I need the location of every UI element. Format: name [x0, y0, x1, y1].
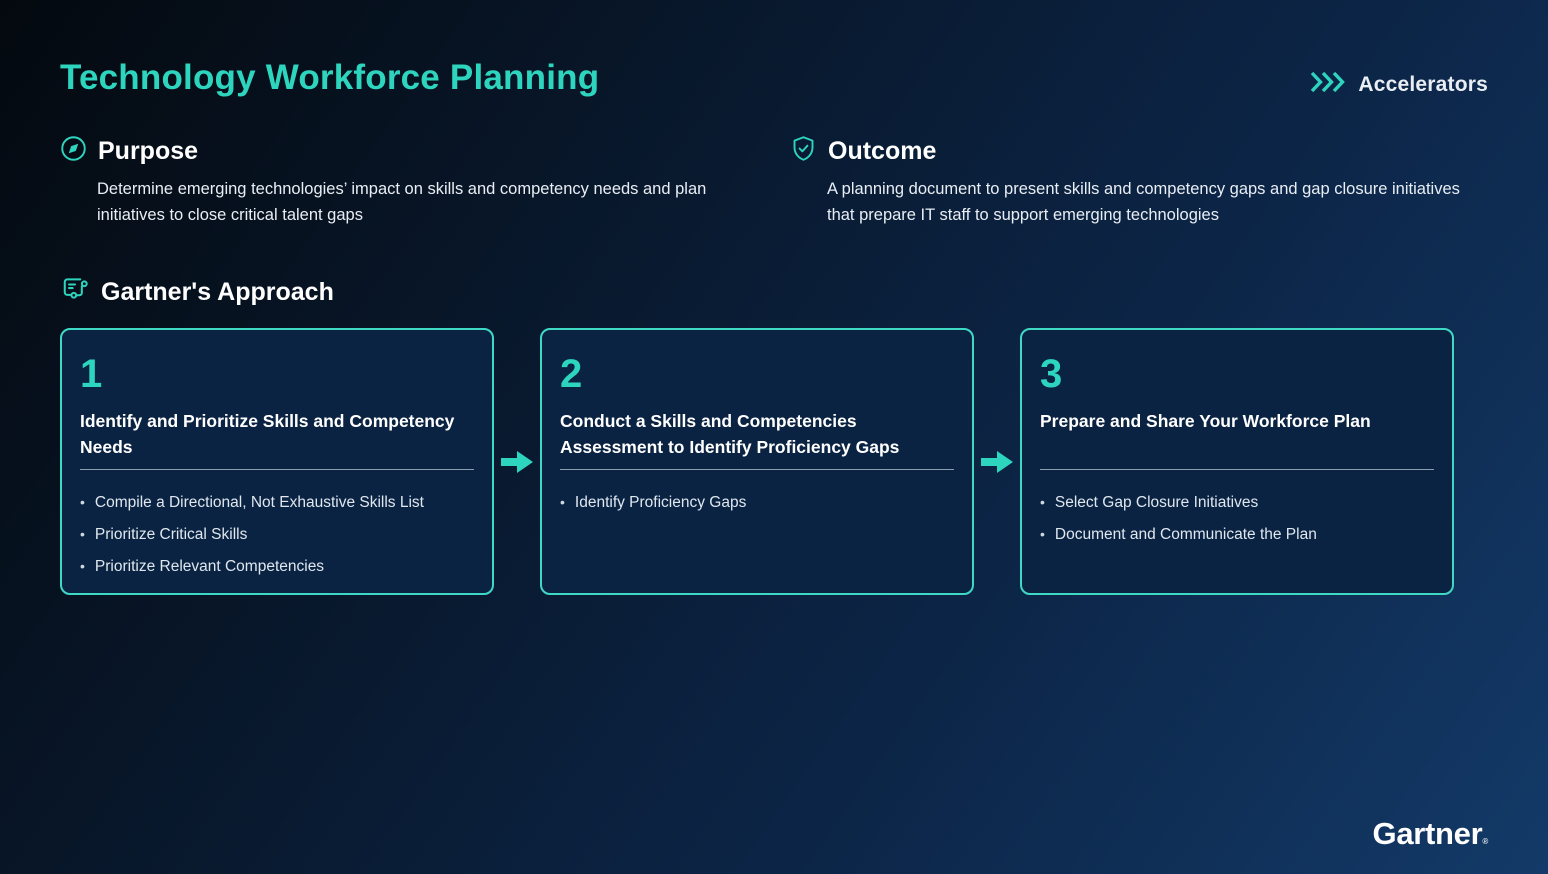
- page-title: Technology Workforce Planning: [60, 58, 600, 97]
- outcome-section: Outcome A planning document to present s…: [790, 135, 1488, 228]
- divider: [560, 469, 954, 470]
- step-bullet-list: •Select Gap Closure Initiatives •Documen…: [1040, 492, 1434, 545]
- step-card-3: 3 Prepare and Share Your Workforce Plan …: [1020, 328, 1454, 595]
- bullet-dot: •: [80, 558, 85, 574]
- registered-mark: ®: [1482, 837, 1488, 846]
- steps-row: 1 Identify and Prioritize Skills and Com…: [60, 328, 1488, 595]
- outcome-header: Outcome: [790, 135, 1488, 167]
- step-bullet-list: •Identify Proficiency Gaps: [560, 492, 954, 513]
- bullet-item: •Prioritize Critical Skills: [80, 526, 248, 543]
- step-number: 2: [560, 352, 583, 396]
- bullet-item: •Document and Communicate the Plan: [1040, 526, 1317, 543]
- bullet-dot: •: [560, 494, 565, 510]
- step-title: Conduct a Skills and Competencies Assess…: [560, 411, 900, 457]
- arrow-right-icon: [974, 448, 1020, 476]
- header: Technology Workforce Planning Accelerato…: [60, 0, 1488, 99]
- bullet-dot: •: [80, 526, 85, 542]
- step-bullet-list: •Compile a Directional, Not Exhaustive S…: [80, 492, 474, 577]
- bullet-item: •Prioritize Relevant Competencies: [80, 558, 325, 575]
- step-card-1: 1 Identify and Prioritize Skills and Com…: [60, 328, 494, 595]
- bullet-item: •Select Gap Closure Initiatives: [1040, 494, 1259, 511]
- bullet-dot: •: [80, 494, 85, 510]
- purpose-header: Purpose: [60, 135, 790, 167]
- bullet-dot: •: [1040, 526, 1045, 542]
- bullet-dot: •: [1040, 494, 1045, 510]
- triple-chevron-icon: [1309, 70, 1351, 99]
- step-number: 1: [80, 352, 103, 396]
- approach-header: Gartner's Approach: [60, 274, 1488, 310]
- approach-heading: Gartner's Approach: [101, 277, 334, 306]
- divider: [1040, 469, 1434, 470]
- step-number: 3: [1040, 352, 1063, 396]
- compass-icon: [60, 135, 87, 167]
- outcome-body: A planning document to present skills an…: [827, 180, 1460, 224]
- accelerators-label: Accelerators: [1358, 72, 1488, 96]
- accelerators-brand: Accelerators: [1309, 70, 1488, 99]
- purpose-outcome-row: Purpose Determine emerging technologies’…: [60, 135, 1488, 228]
- outcome-heading: Outcome: [828, 136, 937, 165]
- purpose-body: Determine emerging technologies’ impact …: [97, 180, 707, 224]
- bullet-item: •Identify Proficiency Gaps: [560, 494, 747, 511]
- gartner-logo: Gartner®: [1372, 816, 1489, 851]
- step-title: Prepare and Share Your Workforce Plan: [1040, 411, 1371, 431]
- shield-check-icon: [790, 135, 817, 167]
- arrow-right-icon: [494, 448, 540, 476]
- bullet-item: •Compile a Directional, Not Exhaustive S…: [80, 494, 424, 511]
- purpose-section: Purpose Determine emerging technologies’…: [60, 135, 790, 228]
- step-card-2: 2 Conduct a Skills and Competencies Asse…: [540, 328, 974, 595]
- divider: [80, 469, 474, 470]
- flowchart-note-icon: [60, 274, 91, 310]
- purpose-heading: Purpose: [98, 136, 199, 165]
- step-title: Identify and Prioritize Skills and Compe…: [80, 411, 455, 457]
